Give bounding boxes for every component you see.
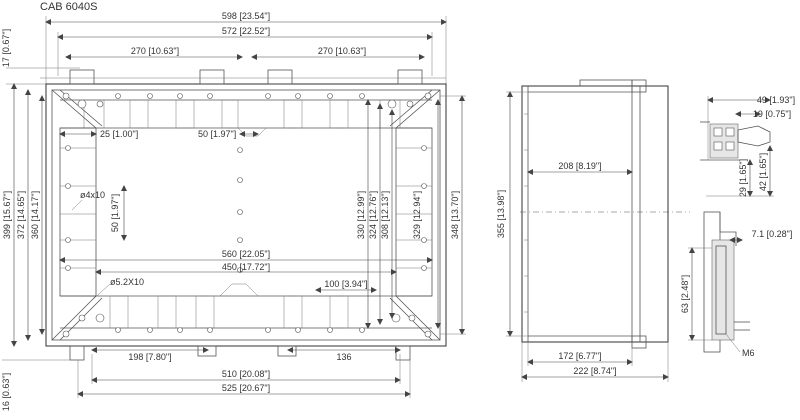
label-hole-5-2: ø5.2X10 [110, 277, 144, 287]
dim-bottom-510: 510 [20.08"] [222, 369, 270, 379]
dim-h-308: 308 [12.13"] [380, 191, 390, 239]
dim-h-399: 399 [15.67"] [2, 191, 12, 239]
drawing-title: CAB 6040S [40, 1, 97, 13]
dim-rail-450: 450 [17.72"] [222, 262, 270, 272]
dim-h-329: 329 [12.94"] [412, 191, 422, 239]
dim-right-half: 270 [10.63"] [318, 46, 366, 56]
dim-h-360: 360 [14.17"] [30, 191, 40, 239]
dim-w-7-1: 7.1 [0.28"] [752, 229, 793, 239]
top-hinges [40, 69, 446, 85]
dim-height-355: 355 [13.98"] [496, 190, 506, 238]
dim-span-100: 100 [3.94"] [324, 279, 367, 289]
detail-view: 49 [1.93"] 19 [0.75"] 29 [1.65"] 42 [1.6… [680, 95, 795, 358]
dim-w-19: 19 [0.75"] [753, 109, 791, 119]
dim-top-offset: 17 [0.67"] [1, 29, 11, 67]
dim-bottom-525: 525 [20.67"] [222, 383, 270, 393]
upper-ribs [83, 99, 401, 137]
dim-bottom-198: 198 [7.80"] [128, 352, 171, 362]
label-thread: M6 [742, 348, 755, 358]
dim-left-half: 270 [10.63"] [131, 46, 179, 56]
side-view: 208 [8.19"] 355 [13.98"] 172 [6.77"] 222… [496, 79, 690, 382]
dim-vert-50: 50 [1.97"] [110, 194, 120, 232]
dim-h-29: 29 [1.65"] [738, 159, 748, 197]
dim-inner-width: 572 [22.52"] [222, 26, 270, 36]
dim-h-330: 330 [12.99"] [356, 191, 366, 239]
dim-depth-172: 172 [6.77"] [558, 351, 601, 361]
front-view: 598 [23.54"] 572 [22.52"] 270 [10.63"] 2… [1, 11, 466, 411]
bottom-feet [69, 345, 411, 361]
dim-total-width: 598 [23.54"] [222, 11, 270, 21]
dim-depth-222: 222 [8.74"] [573, 366, 616, 376]
dim-h-42: 42 [1.65"] [758, 153, 768, 191]
side-ribs [524, 113, 528, 313]
dim-h-63: 63 [2.48"] [680, 275, 690, 313]
label-hole-4x10: ø4x10 [80, 190, 105, 200]
dim-bottom-136: 136 [336, 352, 351, 362]
dim-h-372: 372 [14.65"] [16, 191, 26, 239]
dim-h-324: 324 [12.76"] [368, 191, 378, 239]
dim-bottom-left: 16 [0.63"] [1, 373, 11, 411]
dim-rail-560: 560 [22.05"] [222, 249, 270, 259]
dim-pitch-25: 25 [1.00"] [100, 129, 138, 139]
dim-pitch-50: 50 [1.97"] [198, 129, 236, 139]
lower-ribs [109, 283, 349, 329]
dim-h-348: 348 [13.70"] [450, 191, 460, 239]
dim-w-49: 49 [1.93"] [757, 95, 795, 105]
dim-depth-208: 208 [8.19"] [558, 161, 601, 171]
